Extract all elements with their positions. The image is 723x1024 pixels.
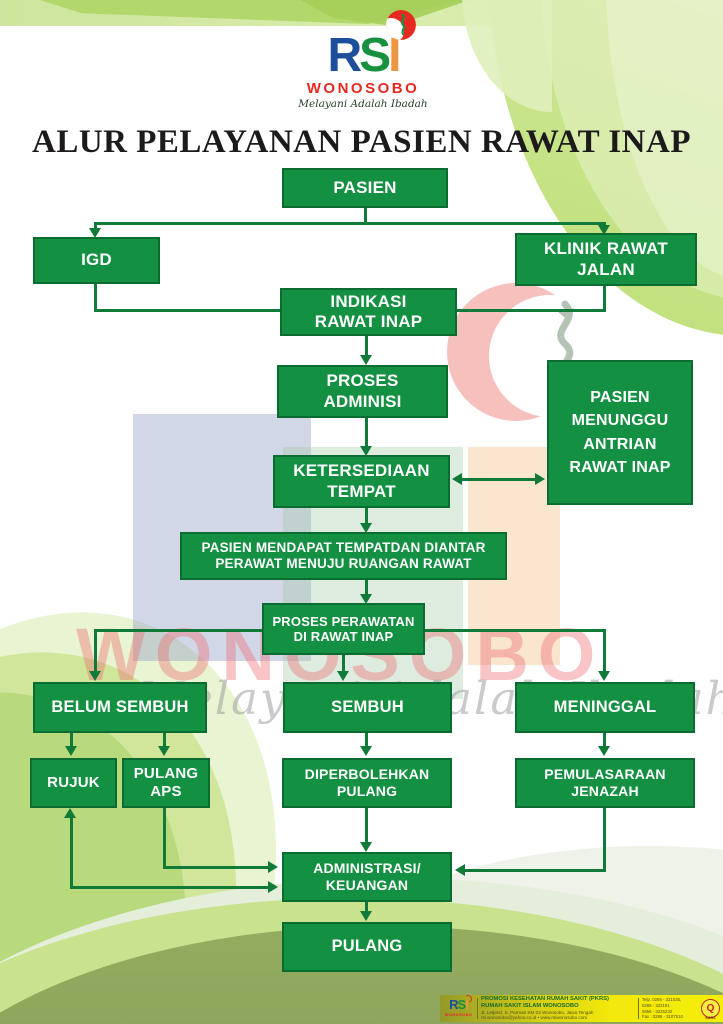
connector-branch-right xyxy=(603,629,606,671)
connector-branch-left xyxy=(94,629,97,671)
footer-divider xyxy=(477,998,478,1019)
flow-node-pemulasaraan-jenazah: PEMULASARAAN JENAZAH xyxy=(515,758,695,808)
bg-leaf-sliver xyxy=(462,0,552,112)
footer-bar: RSI WONOSOBO PROMOSI KESEHATAN RUMAH SAK… xyxy=(440,993,723,1022)
arrowhead-into-meninggal xyxy=(598,671,610,681)
logo-calligraphy-icon xyxy=(401,14,406,36)
footer-cert-letter: Q xyxy=(706,1002,715,1014)
connector-klinik-to-indikasi xyxy=(455,309,606,312)
flow-node-meninggal: MENINGGAL xyxy=(515,682,695,733)
connector-aps-down xyxy=(163,808,166,869)
footer-org-line1: PROMOSI KESEHATAN RUMAH SAKIT (PKRS) xyxy=(481,996,609,1003)
flow-node-proses-administrasi: PROSES ADMINISI xyxy=(277,365,448,418)
connector-pemulasaraan-down xyxy=(603,808,606,872)
arrowhead-into-diperbolehkan xyxy=(360,746,372,756)
flow-node-indikasi-rawat-inap: INDIKASI RAWAT INAP xyxy=(280,288,457,336)
flow-node-belum-sembuh: BELUM SEMBUH xyxy=(33,682,207,733)
connector-split-top xyxy=(94,222,606,225)
arrowhead-rujuk-into-administrasi xyxy=(268,881,278,893)
arrowhead-into-klinik xyxy=(598,225,610,235)
arrowhead-into-rujuk-bottom xyxy=(64,808,76,818)
flow-node-pulang: PULANG xyxy=(282,922,452,972)
logo-crescent-icon xyxy=(386,10,416,40)
connector-klinik-down xyxy=(603,286,606,312)
logo-letter-s: S xyxy=(359,29,391,82)
connector-rujuk-to-administrasi xyxy=(70,886,269,889)
arrowhead-into-mendapat xyxy=(360,523,372,533)
arrowhead-into-perawatan xyxy=(360,594,372,604)
connector-administrasi-down xyxy=(365,902,368,912)
connector-ketersediaan-menunggu xyxy=(462,478,536,481)
footer-logo-letter-i: I xyxy=(465,996,469,1012)
hospital-logo: RSI WONOSOBO Melayani Adalah Ibadah xyxy=(288,10,438,117)
connector-mendapat-down xyxy=(365,580,368,595)
arrowhead-pemulasaraan-into-administrasi xyxy=(455,864,465,876)
connector-indikasi-down xyxy=(365,336,368,356)
connector-belum-to-aps xyxy=(163,733,166,746)
arrowhead-into-menunggu xyxy=(535,473,545,485)
page-title: ALUR PELAYANAN PASIEN RAWAT INAP xyxy=(31,124,691,160)
logo-letter-r: R xyxy=(327,29,362,82)
flow-node-sembuh: SEMBUH xyxy=(283,682,452,733)
flow-node-diperbolehkan-pulang: DIPERBOLEHKAN PULANG xyxy=(282,758,452,808)
footer-address: Jl. Letjend. S. Parman KM 03 Wonosobo, J… xyxy=(481,1009,594,1015)
logo-letter-i: I xyxy=(388,29,401,82)
footer-logo-letter-s: S xyxy=(457,996,467,1012)
logo-letters: RSI xyxy=(288,32,438,80)
connector-belum-to-rujuk xyxy=(70,733,73,746)
flow-node-ketersediaan-tempat: KETERSEDIAAN TEMPAT xyxy=(273,455,450,508)
connector-perawatan-down xyxy=(342,655,345,671)
arrowhead-into-ketersediaan-right xyxy=(452,473,462,485)
footer-text-block: PROMOSI KESEHATAN RUMAH SAKIT (PKRS) RUM… xyxy=(481,996,635,1021)
arrowhead-into-pulang xyxy=(360,911,372,921)
footer-cert-logo: Q KARS xyxy=(701,999,720,1020)
connector-igd-down xyxy=(94,284,97,312)
connector-to-klinik xyxy=(603,222,606,227)
connector-rujuk-down xyxy=(70,818,73,889)
arrowhead-into-aps xyxy=(158,746,170,756)
connector-igd-to-indikasi xyxy=(94,309,282,312)
connector-sembuh-down xyxy=(365,733,368,746)
arrowhead-into-ketersediaan xyxy=(360,446,372,456)
footer-org-line2: RUMAH SAKIT ISLAM WONOSOBO xyxy=(481,1003,579,1009)
flow-node-rujuk: RUJUK xyxy=(30,758,117,808)
footer-logo: RSI WONOSOBO xyxy=(443,993,474,1021)
flow-node-administrasi-keuangan: ADMINISTRASI/ KEUANGAN xyxy=(282,852,452,902)
footer-contact: rsi.wonosobo@yahoo.co.id • www.rsiwonoso… xyxy=(481,1015,588,1021)
footer-logo-crescent-icon xyxy=(462,993,474,1004)
footer-cert-caption: KARS xyxy=(705,1016,716,1020)
logo-tagline: Melayani Adalah Ibadah xyxy=(298,97,428,110)
connector-to-igd xyxy=(94,222,97,230)
connector-pasien-down xyxy=(364,208,367,225)
connector-aps-to-administrasi xyxy=(163,866,269,869)
footer-phones: Telp. 0286 - 321035, 0286 - 322191 0856 … xyxy=(642,996,683,1020)
arrowhead-into-sembuh xyxy=(337,671,349,681)
arrowhead-into-belum-sembuh xyxy=(89,671,101,681)
flow-node-pasien: PASIEN xyxy=(282,168,448,208)
flow-node-igd: IGD xyxy=(33,237,160,284)
logo-brand-text: WONOSOBO xyxy=(306,79,420,97)
flow-node-pasien-mendapat-tempat: PASIEN MENDAPAT TEMPATDAN DIANTAR PERAWA… xyxy=(180,532,507,580)
connector-ketersediaan-down xyxy=(365,508,368,525)
flow-node-klinik-rawat-jalan: KLINIK RAWAT JALAN xyxy=(515,233,697,286)
flow-node-pasien-menunggu-antrian: PASIEN MENUNGGU ANTRIAN RAWAT INAP xyxy=(547,360,693,505)
arrowhead-into-igd xyxy=(89,228,101,238)
connector-pemulasaraan-to-administrasi xyxy=(465,869,606,872)
footer-divider-2 xyxy=(638,998,639,1019)
connector-diperbolehkan-down xyxy=(365,808,368,842)
arrowhead-into-pemulasaraan xyxy=(598,746,610,756)
flow-node-proses-perawatan: PROSES PERAWATAN DI RAWAT INAP xyxy=(262,603,425,655)
arrowhead-into-administrasi xyxy=(360,842,372,852)
connector-prosesadm-down xyxy=(365,418,368,447)
flow-node-pulang-aps: PULANG APS xyxy=(122,758,210,808)
arrowhead-into-rujuk xyxy=(65,746,77,756)
footer-logo-brand: WONOSOBO xyxy=(444,1011,473,1017)
arrowhead-into-proses-adm xyxy=(360,355,372,365)
arrowhead-aps-into-administrasi xyxy=(268,861,278,873)
footer-logo-letter-r: R xyxy=(449,996,458,1012)
connector-meninggal-down xyxy=(603,733,606,746)
